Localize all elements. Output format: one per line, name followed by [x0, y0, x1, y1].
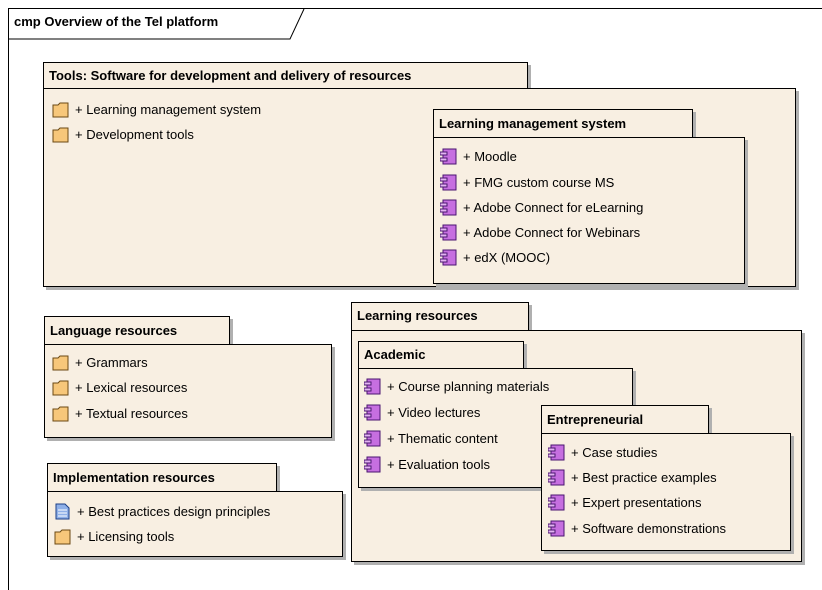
- package-item-label: + Expert presentations: [571, 494, 702, 510]
- package-item[interactable]: + Thematic content: [363, 427, 498, 449]
- package-title-lms: Learning management system: [439, 116, 627, 131]
- component-icon: [363, 378, 381, 395]
- component-icon: [547, 444, 565, 461]
- package-title-learning: Learning resources: [357, 308, 478, 323]
- package-item[interactable]: + Licensing tools: [54, 525, 174, 547]
- package-item[interactable]: + Textual resources: [52, 402, 188, 424]
- package-title-language: Language resources: [50, 323, 178, 338]
- component-icon: [547, 520, 565, 537]
- component-icon: [439, 148, 457, 165]
- component-icon: [547, 494, 565, 511]
- package-item[interactable]: + Best practices design principles: [54, 500, 270, 522]
- package-item[interactable]: + Evaluation tools: [363, 453, 490, 475]
- frame-left-border: [8, 8, 9, 590]
- package-item-label: + Adobe Connect for Webinars: [463, 224, 641, 240]
- frame-tab-outline: [8, 8, 305, 40]
- component-icon: [439, 174, 457, 191]
- package-item-label: + Best practices design principles: [77, 503, 271, 519]
- package-item-label: + Licensing tools: [77, 528, 175, 544]
- package-item[interactable]: + Best practice examples: [547, 466, 717, 488]
- package-item[interactable]: + Moodle: [439, 145, 517, 167]
- component-icon: [363, 404, 381, 421]
- folder-icon: [52, 126, 69, 143]
- package-item[interactable]: + FMG custom course MS: [439, 171, 615, 193]
- package-item[interactable]: + Adobe Connect for eLearning: [439, 196, 644, 218]
- package-item-label: + Learning management system: [75, 101, 262, 117]
- package-item-label: + edX (MOOC): [463, 249, 551, 265]
- package-tab-tools[interactable]: Tools: Software for development and deli…: [43, 62, 528, 89]
- package-body-language[interactable]: [44, 344, 332, 438]
- component-icon: [439, 199, 457, 216]
- package-tab-academic[interactable]: Academic: [358, 341, 524, 369]
- package-item-label: + Thematic content: [387, 430, 498, 446]
- folder-icon: [52, 379, 69, 396]
- package-item-label: + Software demonstrations: [571, 520, 726, 536]
- package-item-label: + Adobe Connect for eLearning: [463, 199, 644, 215]
- package-tab-entrepreneurial[interactable]: Entrepreneurial: [541, 405, 709, 434]
- package-item[interactable]: + Expert presentations: [547, 491, 702, 513]
- package-tab-learning[interactable]: Learning resources: [351, 302, 529, 331]
- package-item-label: + Development tools: [75, 126, 194, 142]
- package-item[interactable]: + Adobe Connect for Webinars: [439, 221, 641, 243]
- package-title-entrepreneurial: Entrepreneurial: [547, 412, 644, 427]
- package-item-label: + Textual resources: [75, 405, 188, 421]
- package-item[interactable]: + Development tools: [52, 123, 194, 145]
- folder-icon: [52, 101, 69, 118]
- package-item-label: + Video lectures: [387, 404, 481, 420]
- package-title-academic: Academic: [364, 347, 426, 362]
- package-title-implementation: Implementation resources: [53, 470, 215, 485]
- frame-header: cmp Overview of the Tel platform: [8, 8, 308, 40]
- package-item-label: + Case studies: [571, 444, 658, 460]
- frame-title: cmp Overview of the Tel platform: [14, 14, 219, 29]
- package-item[interactable]: + edX (MOOC): [439, 246, 551, 268]
- component-icon: [439, 224, 457, 241]
- package-item-label: + FMG custom course MS: [463, 174, 615, 190]
- package-item-label: + Moodle: [463, 148, 517, 164]
- component-icon: [363, 456, 381, 473]
- package-item[interactable]: + Course planning materials: [363, 375, 550, 397]
- package-item-label: + Evaluation tools: [387, 456, 490, 472]
- component-icon: [439, 249, 457, 266]
- package-tab-implementation[interactable]: Implementation resources: [47, 463, 277, 492]
- package-body-implementation[interactable]: [47, 491, 343, 557]
- package-item[interactable]: + Learning management system: [52, 98, 261, 120]
- package-item[interactable]: + Software demonstrations: [547, 517, 726, 539]
- component-icon: [363, 430, 381, 447]
- package-item[interactable]: + Case studies: [547, 441, 658, 463]
- package-tab-lms[interactable]: Learning management system: [433, 109, 693, 138]
- package-item-label: + Course planning materials: [387, 378, 550, 394]
- package-item[interactable]: + Video lectures: [363, 401, 481, 423]
- package-item-label: + Lexical resources: [75, 379, 188, 395]
- package-item[interactable]: + Grammars: [52, 351, 148, 373]
- package-body-lms[interactable]: [433, 137, 745, 284]
- package-body-entrepreneurial[interactable]: [541, 433, 791, 551]
- document-icon: [54, 503, 71, 520]
- package-item[interactable]: + Lexical resources: [52, 376, 187, 398]
- folder-icon: [54, 528, 71, 545]
- package-item-label: + Best practice examples: [571, 469, 717, 485]
- component-icon: [547, 469, 565, 486]
- folder-icon: [52, 354, 69, 371]
- package-item-label: + Grammars: [75, 354, 148, 370]
- package-title-tools: Tools: Software for development and deli…: [49, 68, 412, 83]
- frame-top-border: [8, 8, 822, 9]
- folder-icon: [52, 405, 69, 422]
- package-tab-language[interactable]: Language resources: [44, 316, 230, 345]
